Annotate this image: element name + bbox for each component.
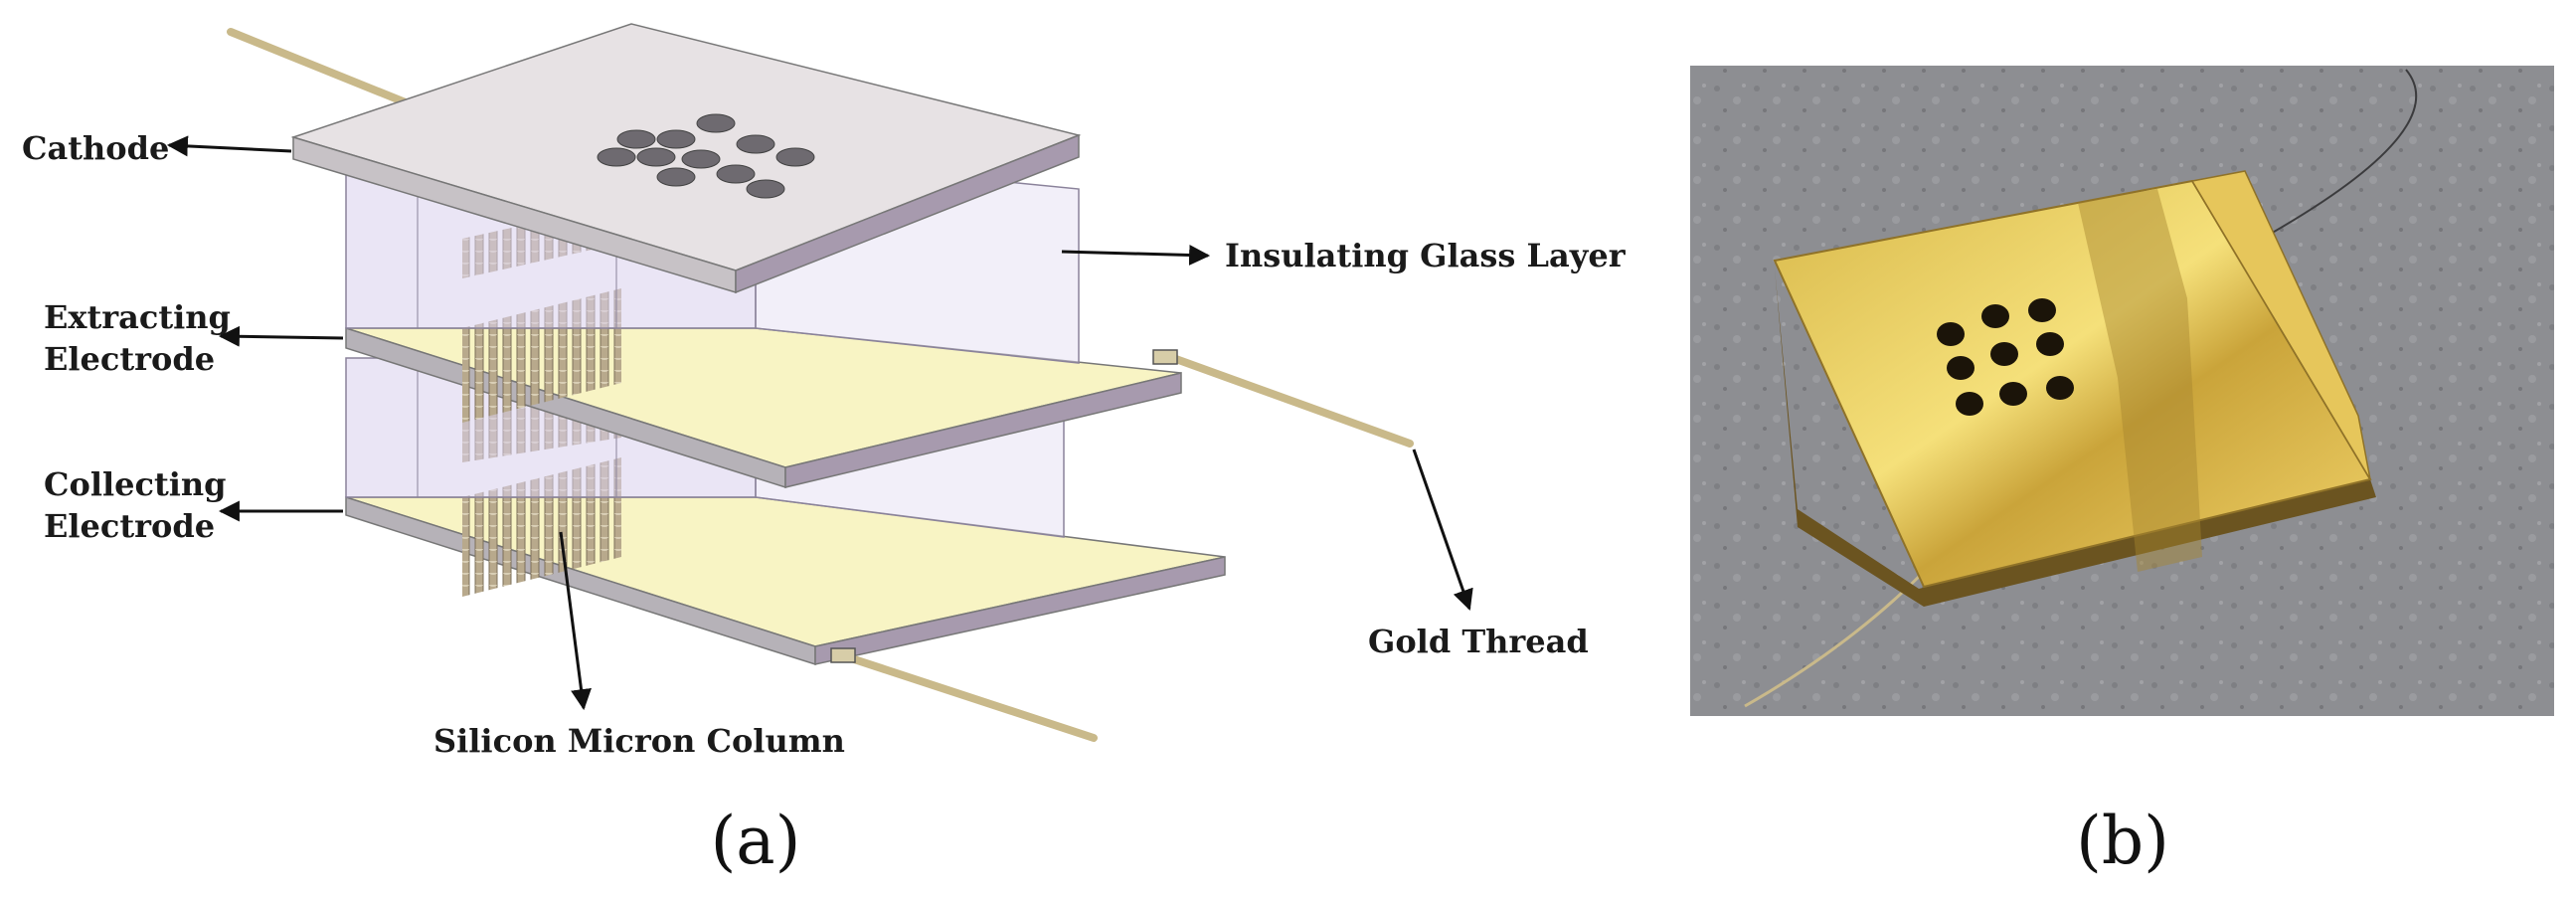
panel-label-b: (b)	[2076, 803, 2169, 879]
label-extracting-line2: Electrode	[44, 340, 215, 378]
photo-chip-shadow	[2078, 189, 2202, 572]
photo-wire-right	[2261, 69, 2418, 240]
label-silicon-micron-column: Silicon Micron Column	[433, 722, 845, 760]
arrow-insulating-glass	[1061, 244, 1211, 266]
panel-label-a: (a)	[711, 803, 801, 879]
photo-chip-holes	[1937, 298, 2074, 416]
label-collecting-line2: Electrode	[44, 507, 215, 545]
photo-chip-edge	[1775, 269, 2376, 607]
label-cathode: Cathode	[22, 129, 169, 167]
gold-wire-top	[227, 28, 422, 111]
cathode-plate	[290, 23, 1082, 294]
arrow-gold-thread	[1412, 449, 1473, 611]
label-insulating-glass: Insulating Glass Layer	[1225, 237, 1627, 274]
arrow-cathode	[166, 135, 292, 157]
arrow-extracting	[218, 325, 344, 347]
photo-chip-upper-layer	[2190, 170, 2371, 480]
wire-clip-middle	[1152, 349, 1178, 365]
label-gold-thread: Gold Thread	[1368, 623, 1589, 660]
gold-wire-bottom	[841, 652, 1098, 742]
arrow-silicon-column	[559, 531, 592, 711]
device-photo	[1690, 66, 2554, 716]
cathode-holes	[597, 113, 815, 199]
gold-wire-middle	[1169, 354, 1414, 448]
device-schematic: Cathode Extracting Electrode Collecting …	[22, 23, 1627, 760]
label-extracting-line1: Extracting	[44, 298, 231, 336]
label-collecting-line1: Collecting	[44, 465, 227, 503]
wire-clip-bottom	[830, 647, 856, 663]
